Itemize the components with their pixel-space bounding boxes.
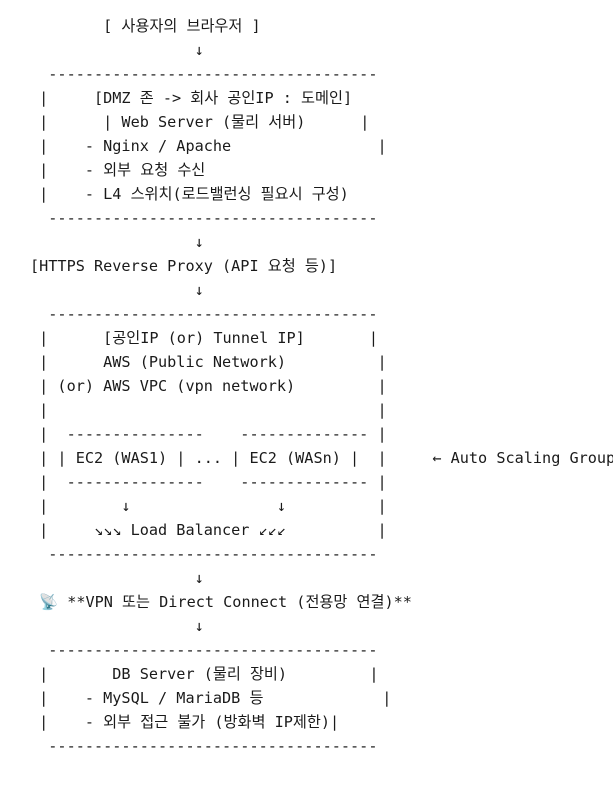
web-box-bullet-l4switch: | - L4 스위치(로드밸런싱 필요시 구성)	[30, 185, 349, 203]
client-browser-label: [ 사용자의 브라우저 ]	[30, 17, 261, 35]
ec2-boxes-row: | | EC2 (WAS1) | ... | EC2 (WASn) | | ← …	[30, 449, 613, 467]
web-box-bullet-request: | - 외부 요청 수신	[30, 161, 206, 179]
aws-box-bottom-border: ------------------------------------	[30, 545, 378, 563]
load-balancer-row: | ↘↘↘ Load Balancer ↙↙↙ |	[30, 521, 387, 539]
db-box-heading: | DB Server (물리 장비) |	[30, 665, 379, 683]
ec2-to-lb-arrows: | ↓ ↓ |	[30, 497, 387, 515]
arrow-aws-to-vpn: ↓	[30, 569, 204, 587]
ec2-boxes-top-border: | --------------- -------------- |	[30, 425, 387, 443]
ec2-boxes-bottom-border: | --------------- -------------- |	[30, 473, 387, 491]
arrow-vpn-to-db: ↓	[30, 617, 204, 635]
arrow-web-to-proxy: ↓	[30, 233, 204, 251]
db-box-bullet-firewall: | - 외부 접근 불가 (방화벽 IP제한)|	[30, 713, 340, 731]
aws-box-vpc: | (or) AWS VPC (vpn network) |	[30, 377, 387, 395]
arrow-proxy-to-aws: ↓	[30, 281, 204, 299]
web-box-dmz-heading: | [DMZ 존 -> 회사 공인IP : 도메인]	[30, 89, 353, 107]
web-box-server-title: | | Web Server (물리 서버) |	[30, 113, 370, 131]
web-box-bullet-nginx: | - Nginx / Apache |	[30, 137, 387, 155]
web-box-bottom-border: ------------------------------------	[30, 209, 378, 227]
aws-box-top-border: ------------------------------------	[30, 305, 378, 323]
db-box-top-border: ------------------------------------	[30, 641, 378, 659]
aws-box-public-ip: | [공인IP (or) Tunnel IP] |	[30, 329, 378, 347]
db-box-bullet-mysql: | - MySQL / MariaDB 등 |	[30, 689, 392, 707]
web-box-top-border: ------------------------------------	[30, 65, 378, 83]
arrow-client-to-web: ↓	[30, 41, 204, 59]
aws-box-spacer-1: | |	[30, 401, 387, 419]
ascii-diagram-text: [ 사용자의 브라우저 ] ↓ ------------------------…	[30, 14, 613, 758]
reverse-proxy-label: [HTTPS Reverse Proxy (API 요청 등)]	[30, 257, 338, 275]
vpn-direct-connect-label: 📡 **VPN 또는 Direct Connect (전용망 연결)**	[30, 593, 412, 611]
aws-box-public-network: | AWS (Public Network) |	[30, 353, 387, 371]
db-box-bottom-border: ------------------------------------	[30, 737, 378, 755]
